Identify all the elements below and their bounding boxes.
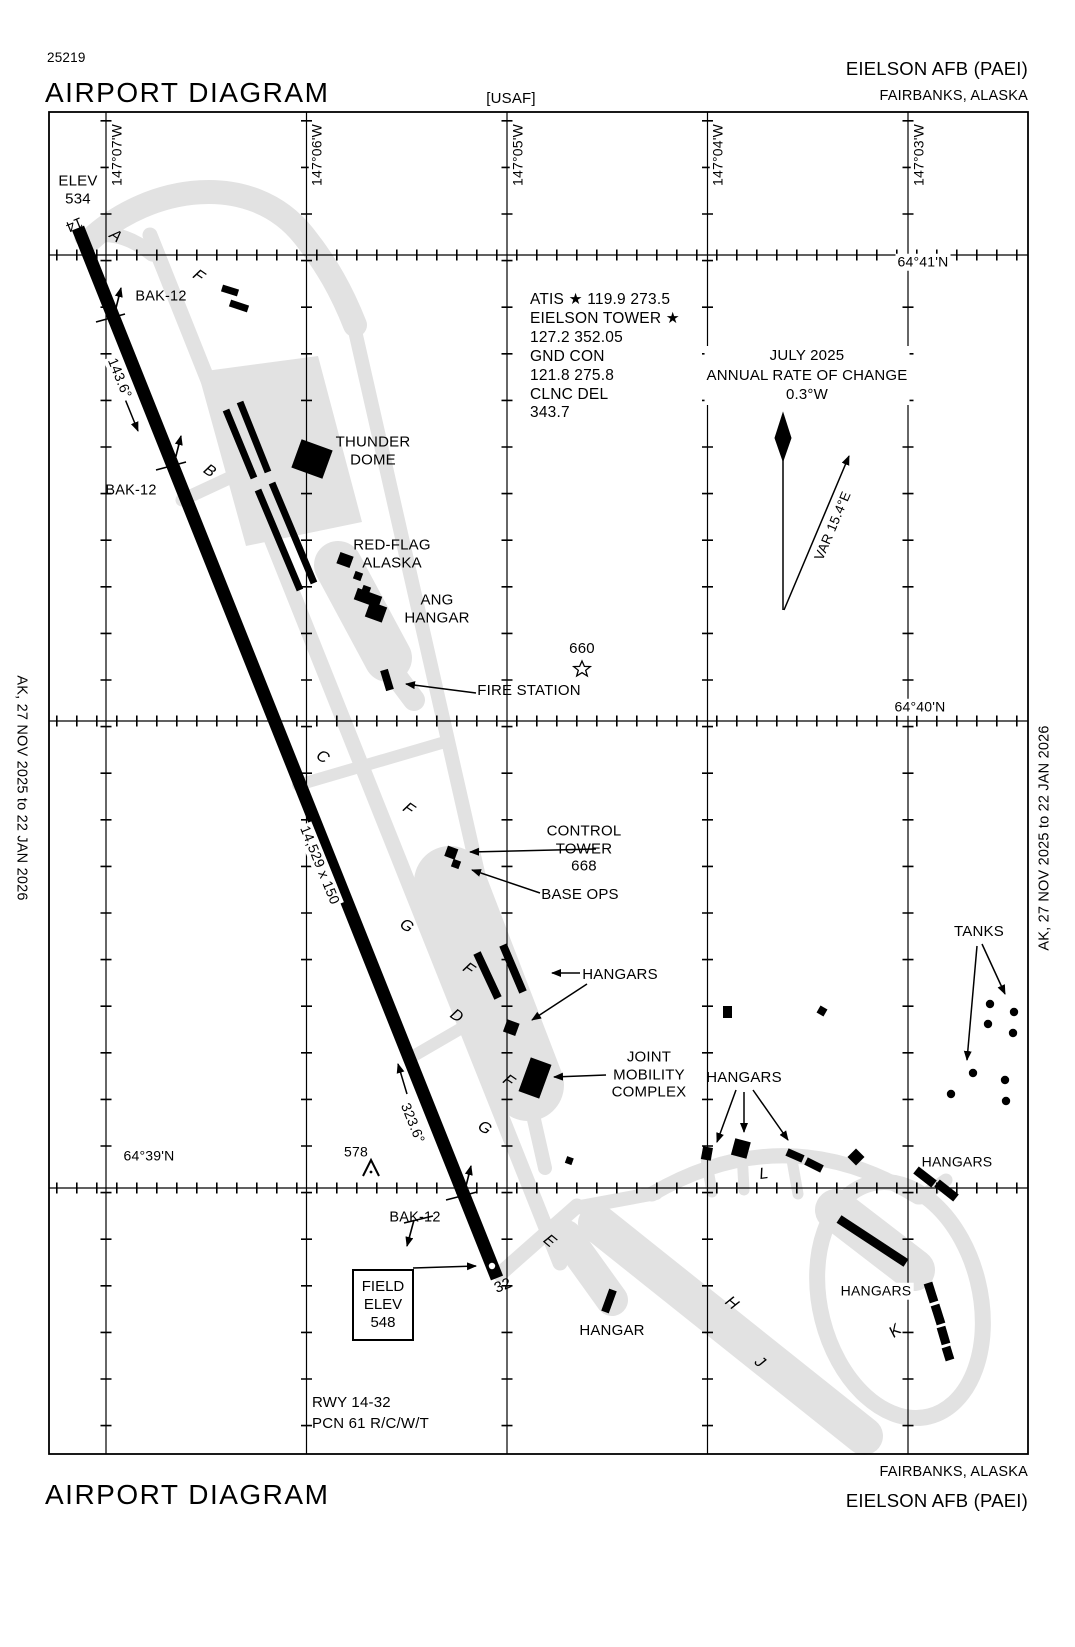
runway14-elevation: ELEV 534 <box>58 172 98 207</box>
runway-14-32 <box>71 225 504 1281</box>
base-ops-label: BASE OPS <box>541 886 619 904</box>
footer-title: AIRPORT DIAGRAM <box>45 1479 330 1510</box>
bak12-label: BAK-12 <box>135 288 187 305</box>
comm-frequencies: ATIS ★ 119.9 273.5 EIELSON TOWER ★ 127.2… <box>530 291 680 422</box>
obstruction-578-label: 578 <box>344 1143 368 1160</box>
ang-hangar-label: ANG HANGAR <box>404 591 470 626</box>
hangars-label: HANGARS <box>582 966 658 984</box>
control-tower-building <box>444 845 459 860</box>
spot-symbols <box>362 659 593 1177</box>
page-title: AIRPORT DIAGRAM <box>45 77 330 108</box>
fire-station-label: FIRE STATION <box>477 682 581 700</box>
north-arrow <box>774 411 850 611</box>
thunder-dome-label: THUNDER DOME <box>335 433 411 468</box>
annual-rate-of-change: JULY 2025 ANNUAL RATE OF CHANGE 0.3°W <box>704 346 910 405</box>
tank-dots <box>946 999 1019 1106</box>
runway-info: RWY 14-32 PCN 61 R/C/W/T <box>312 1394 429 1432</box>
graticule-grid <box>48 111 1029 1455</box>
org-label: [USAF] <box>486 90 536 108</box>
hangar-label: HANGAR <box>579 1322 645 1340</box>
longitude-label: 147°06'W <box>308 121 326 189</box>
tanks-label: TANKS <box>954 923 1004 941</box>
chart-number: 25219 <box>47 50 86 65</box>
leader-arrows <box>124 398 1006 1271</box>
thunder-dome-building <box>291 439 333 479</box>
longitude-label: 147°07'W <box>108 121 126 189</box>
hangars-label: HANGARS <box>706 1069 782 1087</box>
joint-mobility-complex-label: JOINT MOBILITY COMPLEX <box>611 1048 687 1101</box>
footer-city: FAIRBANKS, ALASKA <box>879 1464 1028 1480</box>
effective-date-left: AK, 27 NOV 2025 to 22 JAN 2026 <box>13 675 30 901</box>
bak12-label: BAK-12 <box>105 482 157 499</box>
variation-arrow <box>783 455 850 611</box>
runway-threshold-dot <box>488 1262 496 1270</box>
airport-name: EIELSON AFB (PAEI) <box>845 58 1028 79</box>
obstruction-578-icon <box>362 1157 380 1177</box>
effective-date-right: AK, 27 NOV 2025 to 22 JAN 2026 <box>1036 725 1053 951</box>
buildings <box>220 284 1019 1362</box>
spot-elevation-660: 660 <box>569 640 595 658</box>
hangars-label: HANGARS <box>838 1282 914 1300</box>
longitude-label: 147°05'W <box>509 121 527 189</box>
airport-city: FAIRBANKS, ALASKA <box>879 88 1028 104</box>
latitude-label: 64°39'N <box>121 1147 177 1165</box>
star-660-icon <box>571 659 593 678</box>
hangars-label: HANGARS <box>921 1153 993 1170</box>
longitude-label: 147°04'W <box>709 121 727 189</box>
footer-airport: EIELSON AFB (PAEI) <box>845 1490 1028 1511</box>
field-elevation-box: FIELD ELEV 548 <box>352 1269 414 1341</box>
latitude-label: 64°40'N <box>892 698 948 716</box>
red-flag-alaska-label: RED-FLAG ALASKA <box>353 536 431 571</box>
joint-mobility-complex-building <box>518 1057 552 1099</box>
longitude-label: 147°03'W <box>910 121 928 189</box>
bak12-symbols <box>95 287 478 1247</box>
control-tower-label: CONTROL TOWER 668 <box>546 822 622 875</box>
latitude-label: 64°41'N <box>895 253 951 271</box>
bak12-label: BAK-12 <box>389 1209 441 1226</box>
